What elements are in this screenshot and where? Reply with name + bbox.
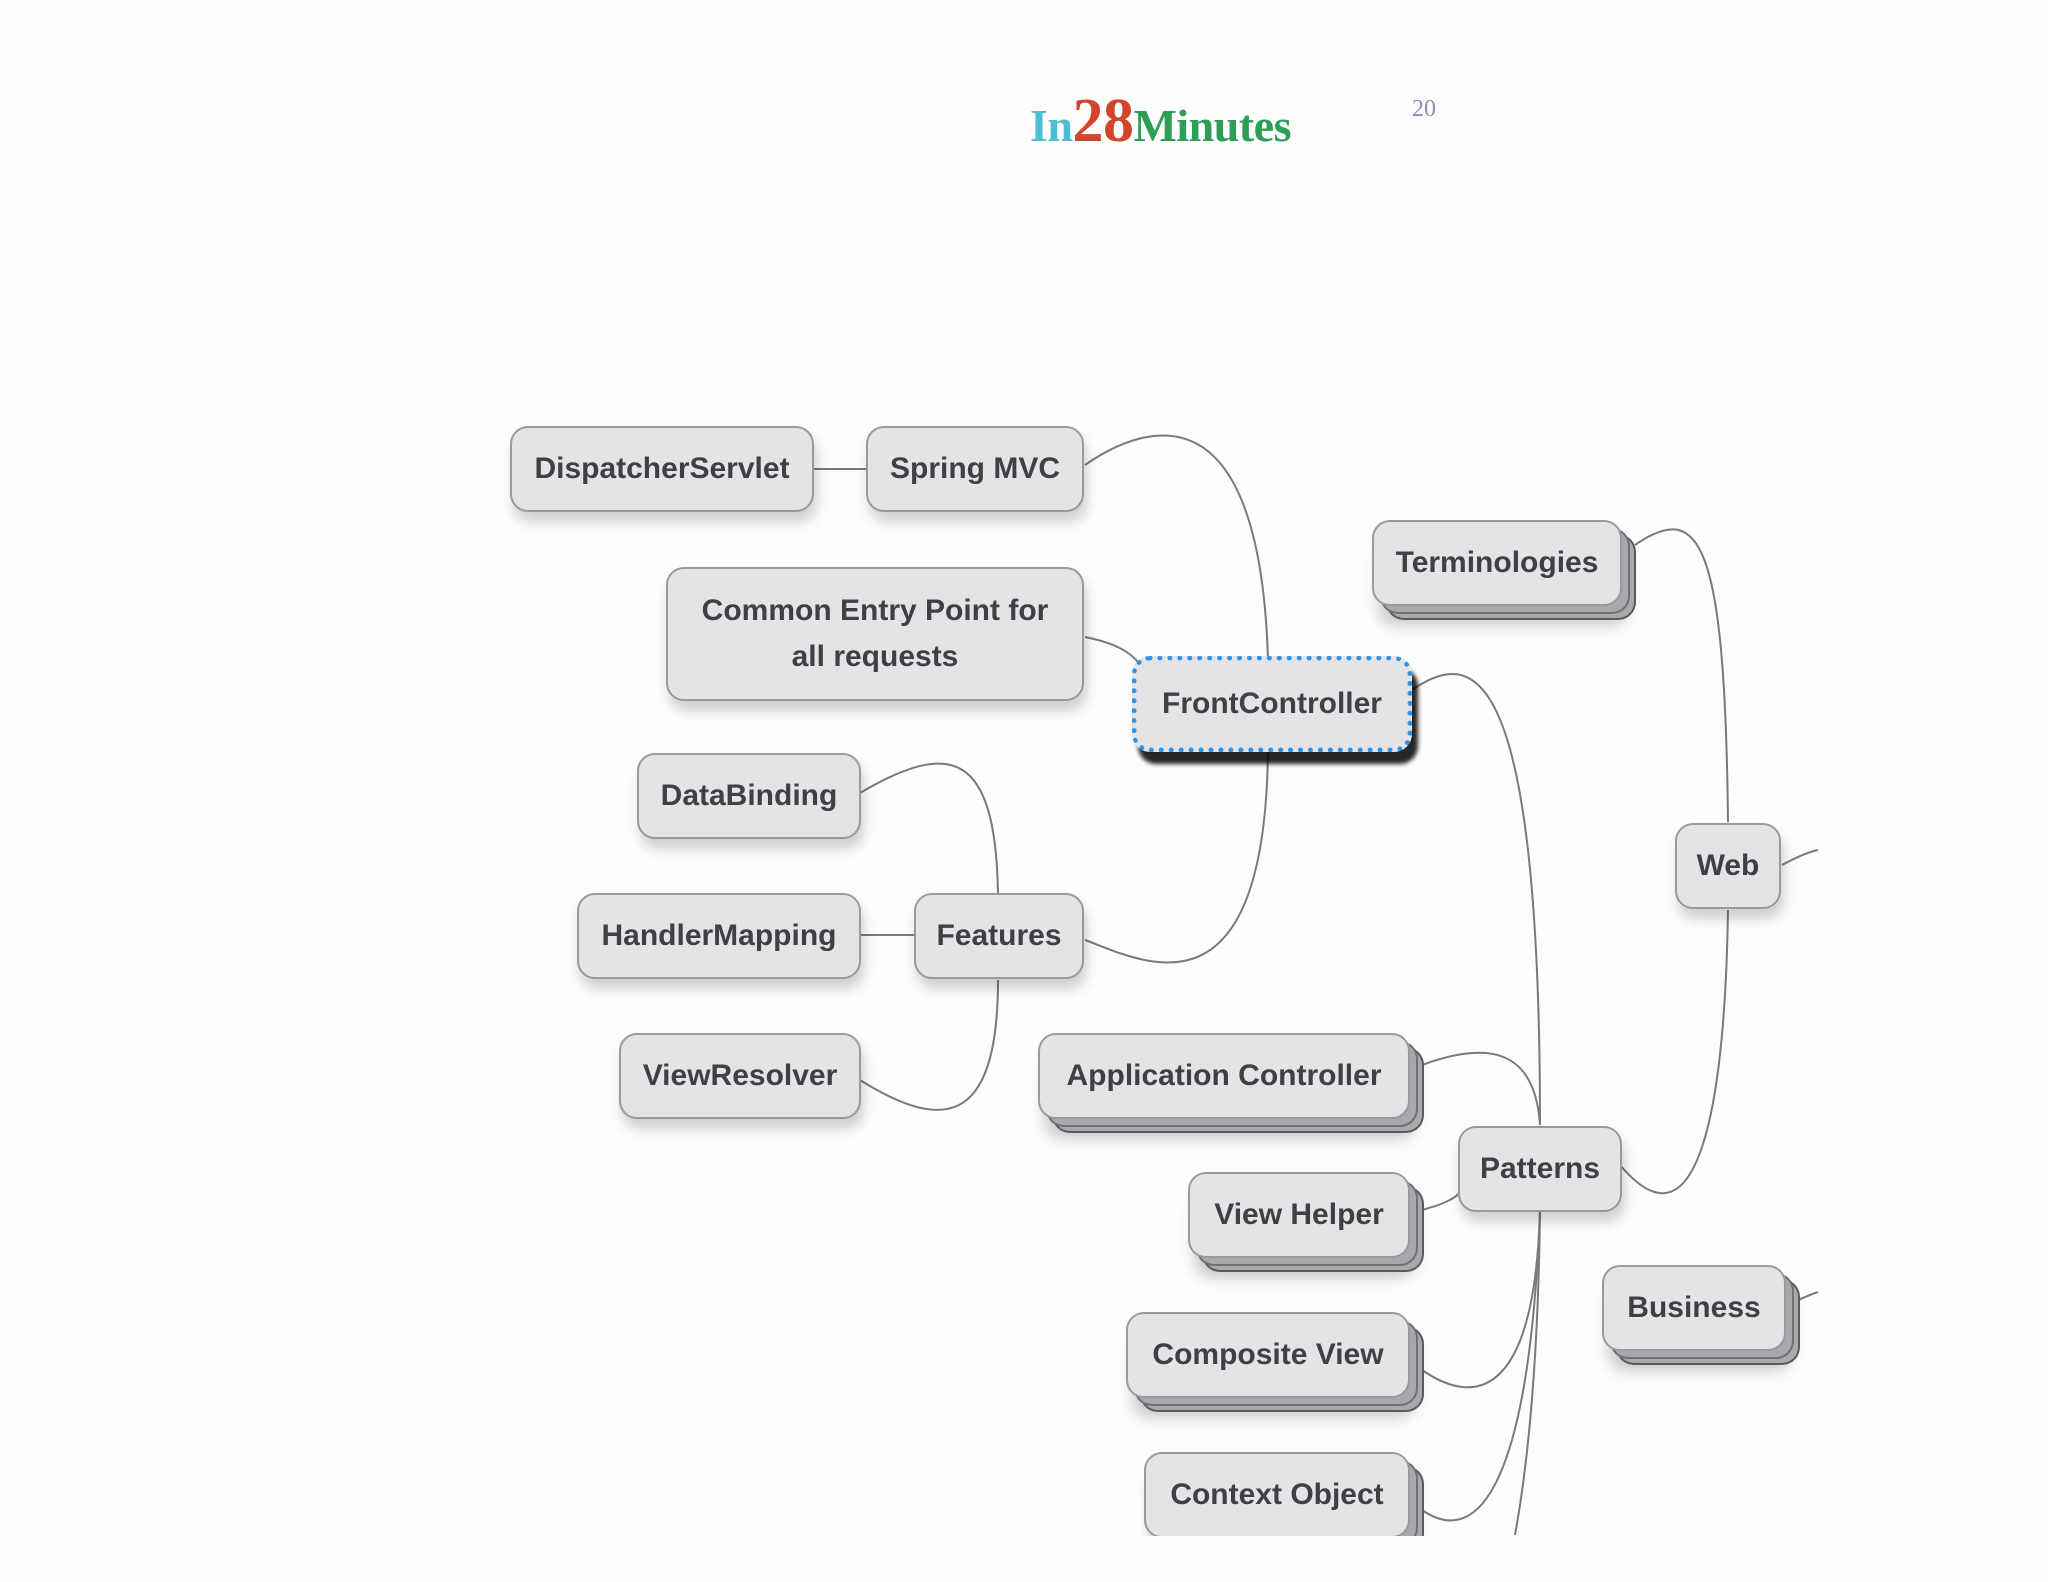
- connector-viewresolver-features: [859, 979, 999, 1111]
- node-label: Features: [936, 919, 1062, 952]
- connector-patterns-down: [1514, 1209, 1541, 1536]
- node-features[interactable]: Features: [914, 893, 1084, 979]
- logo-in: In: [1030, 100, 1073, 151]
- node-data-binding[interactable]: DataBinding: [637, 753, 861, 839]
- node-label: Composite View: [1152, 1338, 1384, 1371]
- node-dispatcher-servlet[interactable]: DispatcherServlet: [510, 426, 814, 512]
- connector-patterns-contextobject: [1421, 1209, 1541, 1522]
- node-label: Spring MVC: [890, 452, 1060, 485]
- node-terminologies[interactable]: Terminologies: [1372, 520, 1622, 606]
- connector-frontcontroller-features: [1084, 749, 1269, 964]
- connector-commonentry-frontcontroller: [1084, 636, 1141, 666]
- connector-business-right: [1797, 1291, 1819, 1301]
- node-handler-mapping[interactable]: HandlerMapping: [577, 893, 861, 979]
- connector-viewhelper-patterns: [1421, 1189, 1463, 1211]
- node-label: Context Object: [1170, 1478, 1384, 1511]
- connector-web-right: [1781, 849, 1819, 866]
- node-patterns[interactable]: Patterns: [1458, 1126, 1622, 1212]
- connector-patterns-compositeview: [1421, 1209, 1541, 1389]
- node-business[interactable]: Business: [1602, 1265, 1786, 1351]
- node-label: Business: [1627, 1291, 1761, 1324]
- logo-minutes: Minutes: [1133, 100, 1291, 151]
- node-composite-view[interactable]: Composite View: [1126, 1312, 1410, 1398]
- connector-springmvc-frontcontroller: [1084, 434, 1269, 661]
- node-label: DataBinding: [660, 779, 838, 812]
- connector-patterns-web: [1619, 909, 1729, 1194]
- logo-28: 28: [1072, 87, 1134, 155]
- node-label: FrontController: [1162, 687, 1382, 720]
- connector-appcontroller-patterns: [1421, 1051, 1541, 1126]
- node-label: View Helper: [1214, 1198, 1384, 1231]
- node-label-line2: all requests: [791, 640, 959, 673]
- node-label-line1: Common Entry Point for: [701, 594, 1049, 627]
- node-view-helper[interactable]: View Helper: [1188, 1172, 1410, 1258]
- node-label: Patterns: [1479, 1152, 1601, 1185]
- node-context-object-clip: Context Object: [1100, 1430, 1440, 1536]
- node-application-controller[interactable]: Application Controller: [1038, 1033, 1410, 1119]
- node-view-resolver[interactable]: ViewResolver: [619, 1033, 861, 1119]
- node-label: DispatcherServlet: [534, 452, 790, 485]
- connector-frontcontroller-patterns: [1411, 673, 1541, 1126]
- node-label: HandlerMapping: [601, 919, 837, 952]
- page-number: 20: [1412, 96, 1436, 122]
- node-web[interactable]: Web: [1675, 823, 1781, 909]
- connector-terminologies-web: [1634, 528, 1729, 823]
- node-label: Application Controller: [1066, 1059, 1382, 1092]
- node-common-entry-point[interactable]: Common Entry Point for all requests: [666, 567, 1084, 701]
- node-label: Terminologies: [1395, 546, 1599, 579]
- node-spring-mvc[interactable]: Spring MVC: [866, 426, 1084, 512]
- node-label: Web: [1696, 849, 1760, 882]
- connector-databinding-features: [859, 762, 999, 896]
- node-front-controller[interactable]: FrontController: [1132, 656, 1412, 752]
- node-label: ViewResolver: [642, 1059, 838, 1092]
- in28minutes-logo: In28Minutes: [1030, 86, 1291, 157]
- node-context-object[interactable]: Context Object: [1144, 1452, 1410, 1536]
